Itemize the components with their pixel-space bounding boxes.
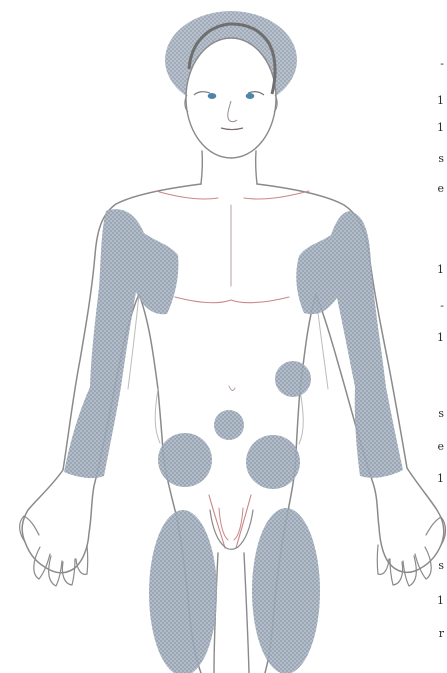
text-fragment: s bbox=[438, 560, 444, 571]
left-thigh-region bbox=[149, 510, 217, 673]
abdomen-center-region bbox=[214, 410, 244, 440]
text-fragment: 1 bbox=[437, 595, 444, 606]
head bbox=[165, 11, 297, 158]
eye bbox=[208, 93, 217, 99]
text-fragment: - bbox=[440, 58, 444, 69]
text-fragment: e bbox=[437, 441, 444, 452]
text-fragment: 1 bbox=[437, 122, 444, 133]
right-thigh-region bbox=[252, 508, 320, 673]
text-fragment: 1 bbox=[437, 95, 444, 106]
injection-regions bbox=[64, 209, 403, 673]
left-upper-arm-region bbox=[90, 209, 178, 387]
text-fragment: 1 bbox=[437, 473, 444, 484]
text-fragment: s bbox=[438, 153, 444, 164]
right-upper-arm-region bbox=[296, 211, 386, 387]
abdomen-upper-right-region bbox=[275, 361, 311, 397]
text-fragment: s bbox=[438, 408, 444, 419]
right-edge-text: - 1 1 s e 1 - 1 s e 1 s 1 r bbox=[434, 0, 444, 673]
text-fragment: r bbox=[439, 628, 444, 639]
text-fragment: e bbox=[437, 183, 444, 194]
text-fragment: 1 bbox=[437, 264, 444, 275]
text-fragment: - bbox=[440, 300, 444, 311]
eye bbox=[246, 93, 255, 99]
text-fragment: 1 bbox=[437, 332, 444, 343]
abdomen-lower-right-region bbox=[246, 435, 300, 489]
abdomen-lower-left-region bbox=[158, 433, 212, 487]
face bbox=[186, 38, 276, 158]
